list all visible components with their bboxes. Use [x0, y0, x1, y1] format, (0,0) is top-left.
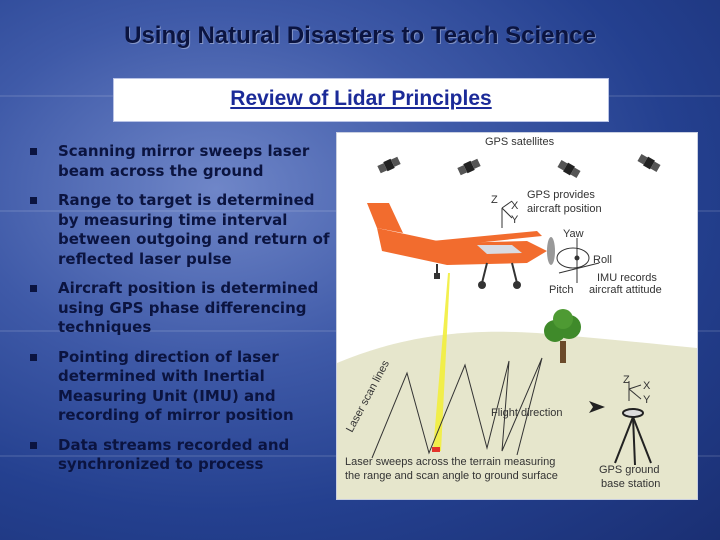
pitch-label: Pitch — [549, 284, 573, 296]
lidar-diagram-svg: GPS satellites Z X Y GPS provides aircra… — [337, 136, 697, 499]
subtitle-box: Review of Lidar Principles — [113, 78, 609, 122]
laser-sweeps-label-line1: Laser sweeps across the terrain measurin… — [345, 456, 555, 468]
bullet-text: Data streams recorded and synchronized t… — [58, 435, 290, 474]
airplane-icon — [367, 203, 555, 289]
ground-x-label: X — [643, 380, 651, 392]
gps-provides-label-line2: aircraft position — [527, 203, 602, 215]
ground-z-label: Z — [623, 374, 630, 386]
bullet-marker — [30, 441, 37, 449]
bullet-marker — [30, 353, 37, 361]
bullet-text: Range to target is determined by measuri… — [58, 191, 330, 268]
bullet-list: Scanning mirror sweeps laser beam across… — [30, 142, 330, 485]
yaw-label: Yaw — [563, 228, 584, 240]
slide-subtitle: Review of Lidar Principles — [230, 87, 492, 110]
bullet-marker — [30, 285, 37, 292]
gps-satellite-icon — [637, 154, 661, 172]
gps-satellite-icon — [457, 158, 481, 176]
aircraft-x-label: X — [511, 200, 519, 212]
attitude-axes-icon — [556, 238, 600, 283]
imu-records-label-line2: aircraft attitude — [589, 284, 662, 296]
bullet-item: Pointing direction of laser determined w… — [30, 348, 330, 426]
aircraft-axes — [501, 200, 513, 228]
gps-satellite-icon — [557, 160, 581, 178]
gps-base-station-icon — [614, 408, 652, 466]
bullet-item: Range to target is determined by measuri… — [30, 191, 330, 269]
aircraft-y-label: Y — [511, 214, 519, 226]
gps-provides-label-line1: GPS provides — [527, 189, 595, 201]
gps-ground-label-line1: GPS ground — [599, 464, 660, 476]
bullet-marker — [30, 197, 37, 204]
imu-records-label-line1: IMU records — [597, 272, 657, 284]
tree-icon — [544, 309, 581, 363]
laser-spot — [432, 447, 440, 452]
gps-ground-label-line2: base station — [601, 478, 660, 490]
bullet-item: Scanning mirror sweeps laser beam across… — [30, 142, 330, 181]
bullet-item: Data streams recorded and synchronized t… — [30, 436, 330, 475]
bullet-item: Aircraft position is determined using GP… — [30, 279, 330, 338]
laser-scan-lines — [371, 357, 543, 459]
roll-label: Roll — [593, 254, 612, 266]
lidar-diagram: GPS satellites Z X Y GPS provides aircra… — [336, 132, 698, 500]
gps-satellites-label: GPS satellites — [485, 136, 555, 148]
flight-direction-label: Flight direction — [491, 407, 563, 419]
bullet-text: Scanning mirror sweeps laser beam across… — [58, 142, 310, 180]
ground-axes — [628, 381, 642, 401]
flight-direction-arrow-icon — [589, 401, 605, 413]
laser-beam — [433, 273, 450, 451]
slide-title: Using Natural Disasters to Teach Science — [124, 22, 596, 49]
aircraft-z-label: Z — [491, 194, 498, 206]
bullet-text: Aircraft position is determined using GP… — [58, 279, 319, 336]
bullet-marker — [30, 148, 37, 155]
bullet-text: Pointing direction of laser determined w… — [58, 347, 294, 425]
ground-y-label: Y — [643, 394, 651, 406]
laser-sweeps-label-line2: the range and scan angle to ground surfa… — [345, 470, 558, 482]
gps-satellite-icon — [377, 156, 401, 174]
